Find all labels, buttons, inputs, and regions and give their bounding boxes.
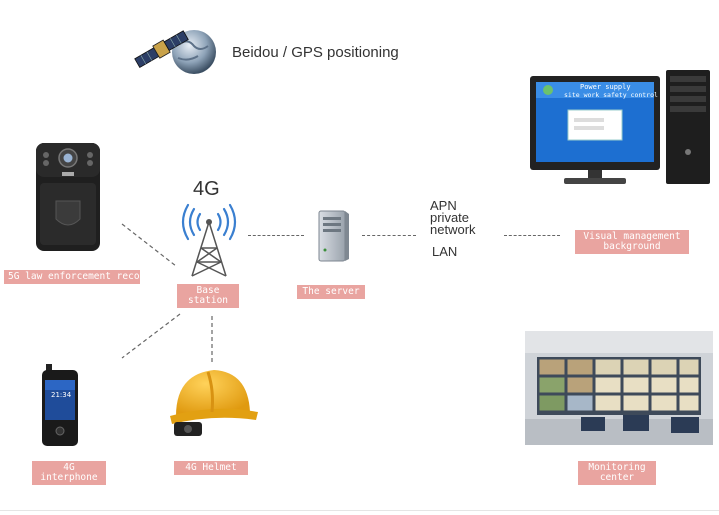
- helmet-icon: [170, 370, 258, 436]
- desktop-computer-icon: [530, 70, 710, 184]
- tag-monitoring-center: Monitoring center: [578, 461, 656, 485]
- cell-tower-icon: [181, 203, 237, 277]
- apn-line-3: network: [430, 222, 476, 237]
- screen-title-2: site work safety control: [564, 91, 658, 99]
- apn-label: APN private network: [430, 198, 476, 237]
- tag-recorder: 5G law enforcement recorder: [4, 270, 162, 284]
- connector-tower-server: [248, 235, 304, 236]
- tag-server: The server: [297, 285, 365, 299]
- apn-line-2: private: [430, 210, 470, 225]
- phone-screen-time: 21:34: [51, 391, 72, 399]
- tag-visual-management: Visual management background: [575, 230, 689, 254]
- body-camera-icon: [36, 143, 100, 251]
- screen-title-1: Power supply: [580, 83, 631, 91]
- connector-recorder-tower: [121, 223, 177, 267]
- server-icon: [318, 210, 349, 262]
- connector-tower-interphone: [121, 313, 181, 359]
- phone-icon: [42, 364, 78, 446]
- apn-line-1: APN: [430, 198, 457, 213]
- network-4g-label: 4G: [193, 178, 220, 200]
- lan-label: LAN: [432, 244, 458, 259]
- satellite-globe-icon: [134, 30, 216, 74]
- bottom-divider: [0, 510, 719, 511]
- monitoring-room-icon: [525, 331, 713, 445]
- connector-apn-visual: [504, 235, 560, 236]
- tag-base-station: Base station: [177, 284, 239, 308]
- tag-helmet: 4G Helmet: [174, 461, 248, 475]
- tag-interphone: 4G interphone: [32, 461, 106, 485]
- satellite-label: Beidou / GPS positioning: [232, 44, 399, 61]
- connector-server-apn: [362, 235, 416, 236]
